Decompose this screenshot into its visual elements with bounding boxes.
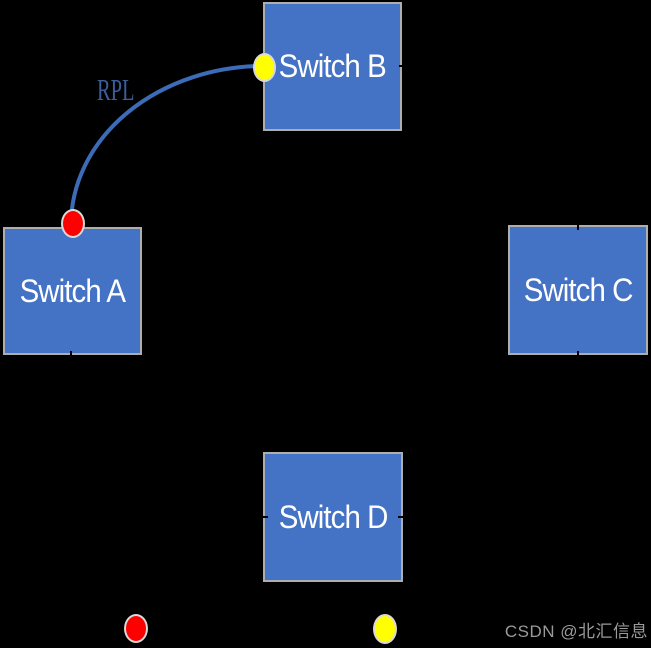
rpl-link-label: RPL bbox=[97, 72, 135, 107]
watermark: CSDN @北汇信息 bbox=[504, 622, 648, 641]
connector-stub bbox=[577, 351, 579, 361]
node-switch-d: Switch D bbox=[263, 452, 403, 582]
legend-yellow-marker bbox=[373, 614, 397, 644]
node-switch-d-label: Switch D bbox=[278, 498, 389, 535]
connector-stub bbox=[398, 516, 408, 518]
red-port-marker bbox=[61, 209, 85, 238]
node-switch-c-label: Switch C bbox=[523, 271, 634, 308]
node-switch-a: Switch A bbox=[3, 227, 142, 355]
connector-stub bbox=[70, 351, 72, 361]
rpl-link-path bbox=[69, 64, 265, 226]
node-switch-a-label: Switch A bbox=[19, 272, 126, 309]
connector-stub bbox=[577, 220, 579, 230]
node-switch-c: Switch C bbox=[508, 225, 648, 355]
yellow-port-marker bbox=[253, 53, 276, 82]
connector-stub bbox=[399, 65, 409, 67]
connector-stub bbox=[258, 516, 268, 518]
node-switch-b-label: Switch B bbox=[278, 48, 387, 84]
legend-red-marker bbox=[124, 614, 148, 643]
